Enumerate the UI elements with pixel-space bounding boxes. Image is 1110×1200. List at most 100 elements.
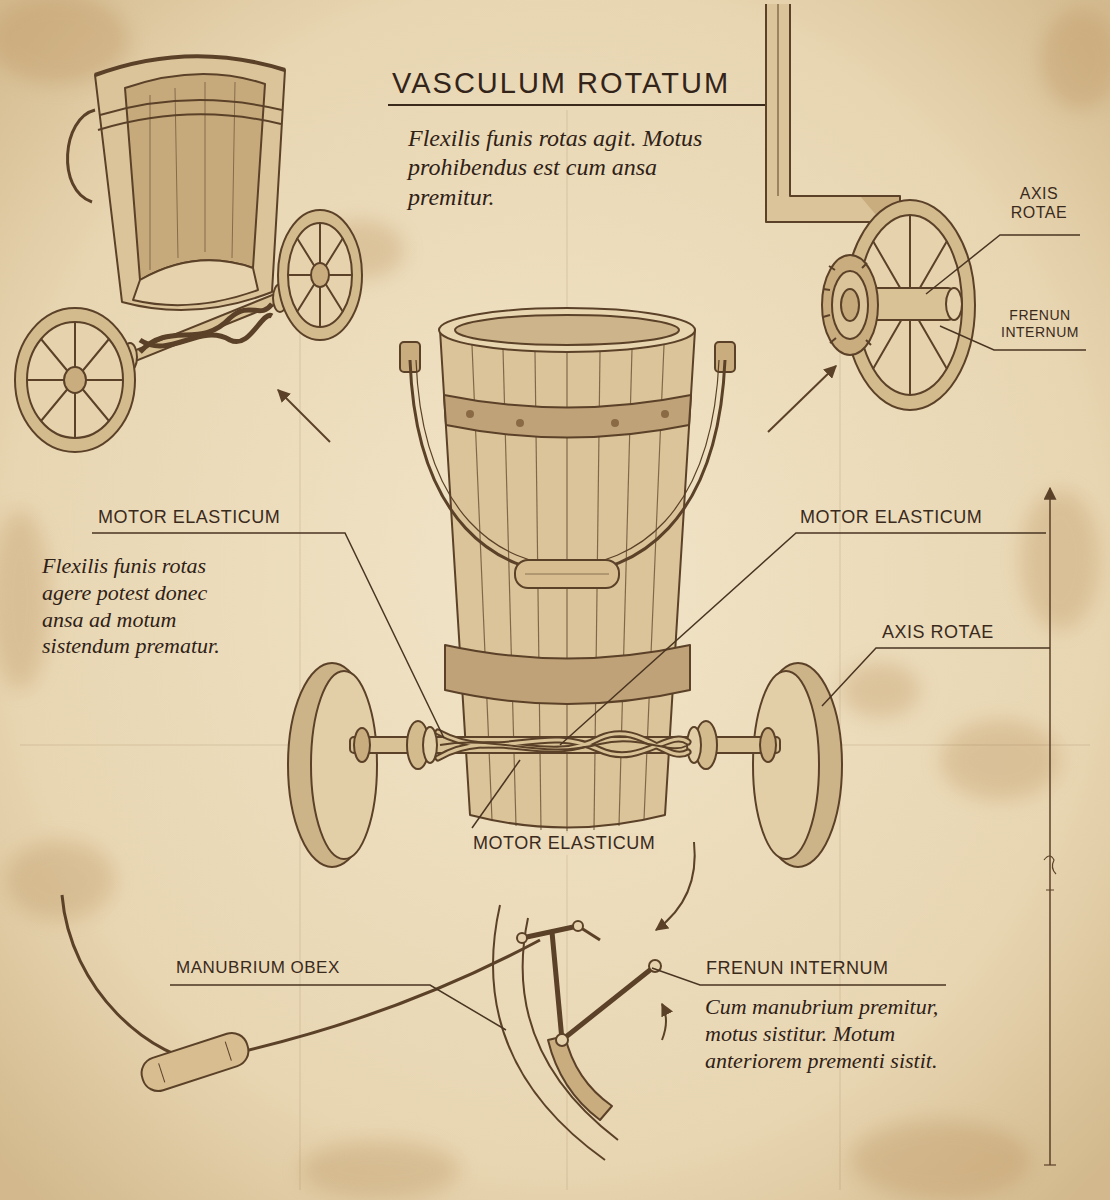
- part-label: MOTOR ELASTICUM: [98, 507, 280, 529]
- bucket-illustration: [444, 395, 691, 438]
- parchment: [5, 840, 115, 920]
- part-label: AXIS ROTAE: [882, 622, 994, 644]
- brake-detail: [137, 1029, 252, 1095]
- brake-detail: [159, 1063, 165, 1082]
- cutaway-view: [15, 308, 135, 452]
- cutaway-view: [133, 260, 258, 305]
- axle-detail: [766, 4, 975, 410]
- brake-detail: [562, 966, 655, 1040]
- bucket-illustration: [516, 419, 524, 427]
- cutaway-view: [68, 110, 95, 202]
- axle-detail: [841, 289, 859, 321]
- cutaway-view: [205, 82, 206, 252]
- bucket-illustration: [753, 671, 819, 859]
- cutaway-view: [95, 56, 285, 310]
- bucket-illustration: [439, 308, 695, 352]
- bucket-illustration: [438, 734, 688, 758]
- leader-line: [170, 985, 506, 1030]
- brake-detail: [225, 1042, 231, 1061]
- bucket-illustration: [515, 560, 619, 588]
- cutaway-view: [98, 114, 281, 130]
- view-arrow: [1044, 856, 1056, 890]
- bucket-illustration: [455, 315, 679, 345]
- cutaway-view: [64, 367, 86, 393]
- brake-detail: [548, 1036, 612, 1120]
- title-underline: [388, 104, 766, 106]
- cutaway-view: [175, 88, 178, 258]
- cutaway-view: [15, 56, 362, 452]
- brake-detail: [517, 933, 527, 943]
- cutaway-view: [288, 223, 352, 327]
- cutaway-view: [288, 223, 352, 327]
- cutaway-view: [100, 100, 282, 115]
- view-arrow: [278, 390, 330, 442]
- cutaway-view: [27, 322, 123, 438]
- bucket-illustration: [466, 410, 669, 684]
- brake-detail: [62, 895, 215, 1065]
- bucket-illustration: [438, 732, 688, 758]
- bucket-illustration: [438, 732, 688, 758]
- cutaway-view: [140, 304, 272, 352]
- cutaway-view: [95, 56, 285, 75]
- bucket-illustration: [611, 419, 619, 427]
- part-label: MOTOR ELASTICUM: [470, 833, 658, 855]
- bucket-illustration: [288, 663, 376, 867]
- leader-line: [92, 235, 1086, 1030]
- parchment: [300, 1140, 460, 1200]
- axle-detail: [832, 271, 868, 339]
- parchment: [567, 110, 568, 1190]
- cutaway-view: [27, 322, 123, 438]
- cutaway-view: [232, 82, 235, 258]
- bucket-illustration: [311, 671, 377, 859]
- bucket-illustration: [416, 360, 719, 566]
- note-text: Flexilis funis rotas agere potest donec …: [42, 553, 247, 660]
- cutaway-view: [150, 82, 235, 270]
- title-underline: [388, 105, 766, 106]
- brake-detail: [240, 940, 540, 1052]
- parchment: [850, 1120, 1030, 1200]
- leader-line: [926, 235, 1080, 294]
- part-label: MOTOR ELASTICUM: [800, 507, 982, 529]
- parchment: [20, 110, 1090, 1190]
- view-arrow: [278, 366, 1056, 1165]
- axle-detail: [823, 263, 871, 345]
- view-arrow: [656, 842, 695, 930]
- axle-detail: [946, 288, 962, 320]
- view-arrow: [768, 366, 836, 432]
- cutaway-view: [311, 263, 329, 287]
- brake-detail: [573, 921, 583, 931]
- view-arrow: [1049, 488, 1051, 1165]
- bucket-illustration: [525, 574, 609, 575]
- parchment: [1020, 490, 1100, 630]
- bucket-illustration: [354, 728, 370, 762]
- part-label: FRENUN INTERNUM: [993, 307, 1087, 341]
- cutaway-view: [150, 95, 151, 270]
- part-label: MANUBRIUM OBEX: [176, 958, 340, 978]
- leader-line: [560, 533, 1046, 745]
- axle-detail: [766, 4, 880, 222]
- part-label: FRENUN INTERNUM: [706, 958, 889, 980]
- note-text: Cum manubrium premitur, motus sistitur. …: [705, 994, 980, 1074]
- bucket-illustration: [760, 728, 776, 762]
- brake-detail: [662, 1004, 666, 1040]
- brake-detail: [493, 905, 605, 1160]
- leader-line: [822, 648, 1050, 706]
- note-text: Flexilis funis rotas agit. Motus prohibe…: [408, 124, 708, 212]
- bucket-illustration: [410, 360, 725, 574]
- parchment: [940, 720, 1060, 800]
- bucket-illustration: [466, 410, 474, 418]
- axle-detail: [822, 255, 878, 355]
- brake-detail: [137, 1029, 252, 1095]
- bucket-illustration: [661, 410, 669, 418]
- axle-detail: [778, 4, 779, 196]
- cutaway-view: [278, 210, 362, 340]
- bucket-illustration: [438, 734, 688, 758]
- brake-detail: [552, 932, 562, 1040]
- brake-detail: [556, 1034, 568, 1046]
- parchment: [1040, 10, 1110, 110]
- bucket-illustration: [754, 663, 842, 867]
